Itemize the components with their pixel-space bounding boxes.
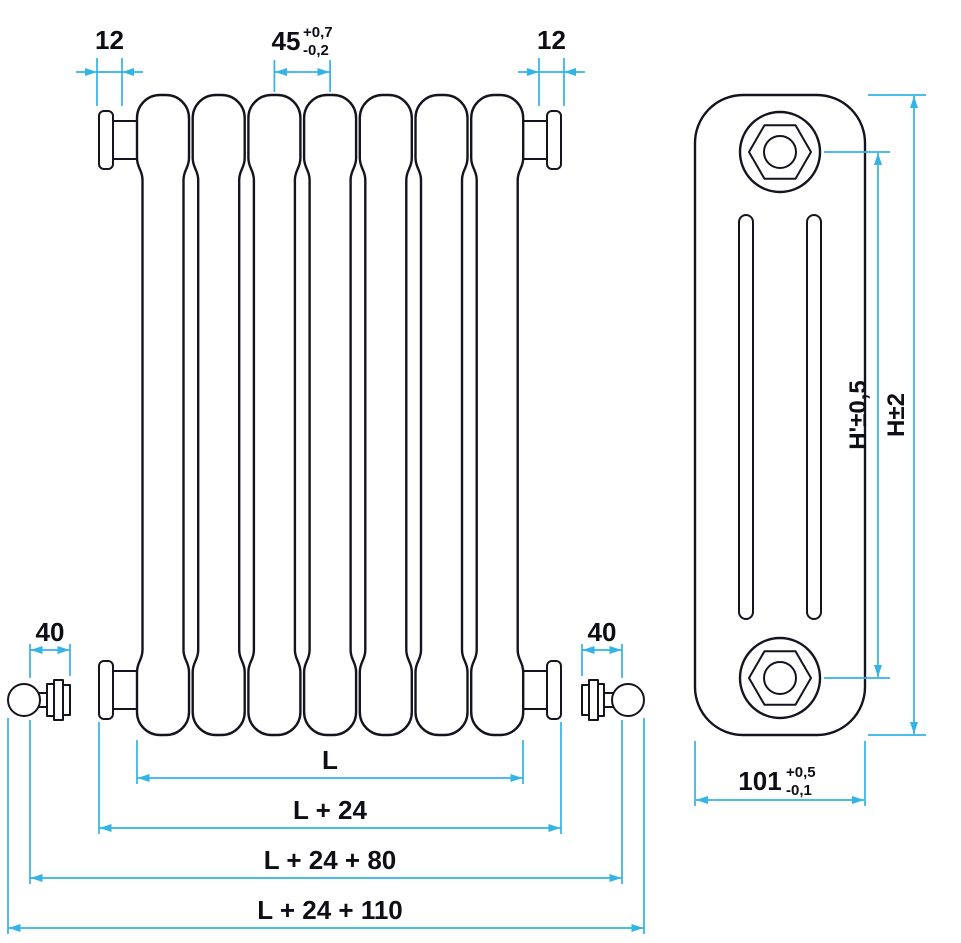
extension-lines bbox=[7, 718, 645, 934]
bushing-cap bbox=[546, 660, 562, 720]
dim-length-plus-24: L + 24 bbox=[98, 722, 562, 834]
dimensions: 12 45 +0,7 -0,2 12 40 40 bbox=[7, 24, 926, 934]
bushing-collar bbox=[522, 670, 548, 710]
extension-lines bbox=[694, 741, 866, 806]
bottom-bushings bbox=[98, 660, 562, 720]
radiator-section bbox=[135, 93, 191, 737]
extension-lines bbox=[273, 60, 331, 92]
bushing-collar bbox=[112, 120, 138, 160]
dim-bushing-right: 12 bbox=[518, 25, 585, 106]
radiator-sections bbox=[135, 93, 525, 737]
extension-lines bbox=[98, 722, 562, 834]
bushing-cap bbox=[546, 110, 562, 170]
valve-nut-ring bbox=[581, 684, 590, 716]
valve-nut-ring bbox=[53, 679, 64, 721]
dim-label-valve-left: 40 bbox=[36, 617, 65, 647]
dim-valve-left: 40 bbox=[29, 617, 71, 884]
dim-label-length-plus-24-110: L + 24 + 110 bbox=[257, 895, 403, 925]
radiator-section bbox=[358, 93, 413, 737]
valve-nut-ring bbox=[46, 683, 55, 717]
dim-depth: 101 +0,5 -0,1 bbox=[694, 741, 866, 806]
fitting-bore bbox=[763, 135, 797, 169]
radiator-section bbox=[247, 93, 302, 737]
radiator-section bbox=[470, 93, 525, 737]
dim-length-plus-24-80: L + 24 + 80 bbox=[30, 845, 622, 882]
dim-label-section-pitch: 45 bbox=[272, 26, 301, 56]
dim-tolerance-plus: +0,5 bbox=[786, 764, 816, 781]
dim-valve-right: 40 bbox=[581, 617, 623, 884]
dim-tolerance-minus: -0,1 bbox=[786, 782, 812, 799]
valve-left bbox=[7, 679, 71, 721]
extension-lines bbox=[29, 644, 71, 884]
dim-label-length: L bbox=[322, 745, 338, 775]
dim-overall-height: H±2 bbox=[868, 94, 926, 736]
extension-lines bbox=[581, 644, 623, 884]
dim-length-plus-24-110: L + 24 + 110 bbox=[7, 718, 645, 934]
dim-label-overall-height: H±2 bbox=[883, 393, 910, 437]
radiator-section bbox=[191, 93, 246, 737]
bottom-fitting bbox=[738, 636, 822, 720]
dim-label-valve-right: 40 bbox=[588, 617, 617, 647]
dim-bushing-left: 12 bbox=[76, 25, 143, 106]
dim-center-height: H'±0,5 bbox=[824, 151, 890, 679]
valve-ball bbox=[611, 683, 645, 717]
bushing-cap bbox=[98, 660, 114, 720]
column-groove bbox=[806, 214, 822, 620]
extension-lines bbox=[824, 151, 890, 679]
column-groove bbox=[738, 214, 754, 620]
bushing-cap bbox=[98, 110, 114, 170]
valve-ball bbox=[7, 683, 41, 717]
extension-lines bbox=[538, 58, 565, 106]
extension-lines bbox=[96, 58, 123, 106]
dim-section-pitch: 45 +0,7 -0,2 bbox=[272, 24, 333, 92]
dim-tolerance-plus: +0,7 bbox=[303, 24, 333, 41]
dim-label-depth: 101 bbox=[738, 766, 781, 796]
dim-label-length-plus-24-80: L + 24 + 80 bbox=[264, 845, 397, 875]
top-fitting bbox=[738, 110, 822, 194]
valve-nut-ring bbox=[62, 684, 71, 716]
side-body bbox=[693, 93, 867, 737]
extension-lines bbox=[868, 94, 926, 736]
valve-right bbox=[581, 679, 645, 721]
dim-length: L bbox=[136, 740, 524, 784]
dim-label-bushing-right: 12 bbox=[537, 25, 566, 55]
dim-label-center-height: H'±0,5 bbox=[845, 380, 872, 450]
bushing-collar bbox=[522, 120, 548, 160]
top-bushings bbox=[98, 110, 562, 170]
dim-label-bushing-left: 12 bbox=[95, 25, 124, 55]
valve-nut-ring bbox=[588, 679, 599, 721]
radiator-section bbox=[414, 93, 469, 737]
fitting-bore bbox=[763, 661, 797, 695]
extension-lines bbox=[136, 740, 524, 784]
side-view bbox=[693, 93, 867, 737]
dim-label-length-plus-24: L + 24 bbox=[293, 795, 368, 825]
radiator-section bbox=[302, 93, 358, 737]
front-view bbox=[7, 93, 645, 737]
bushing-collar bbox=[112, 670, 138, 710]
dim-tolerance-minus: -0,2 bbox=[303, 42, 329, 59]
